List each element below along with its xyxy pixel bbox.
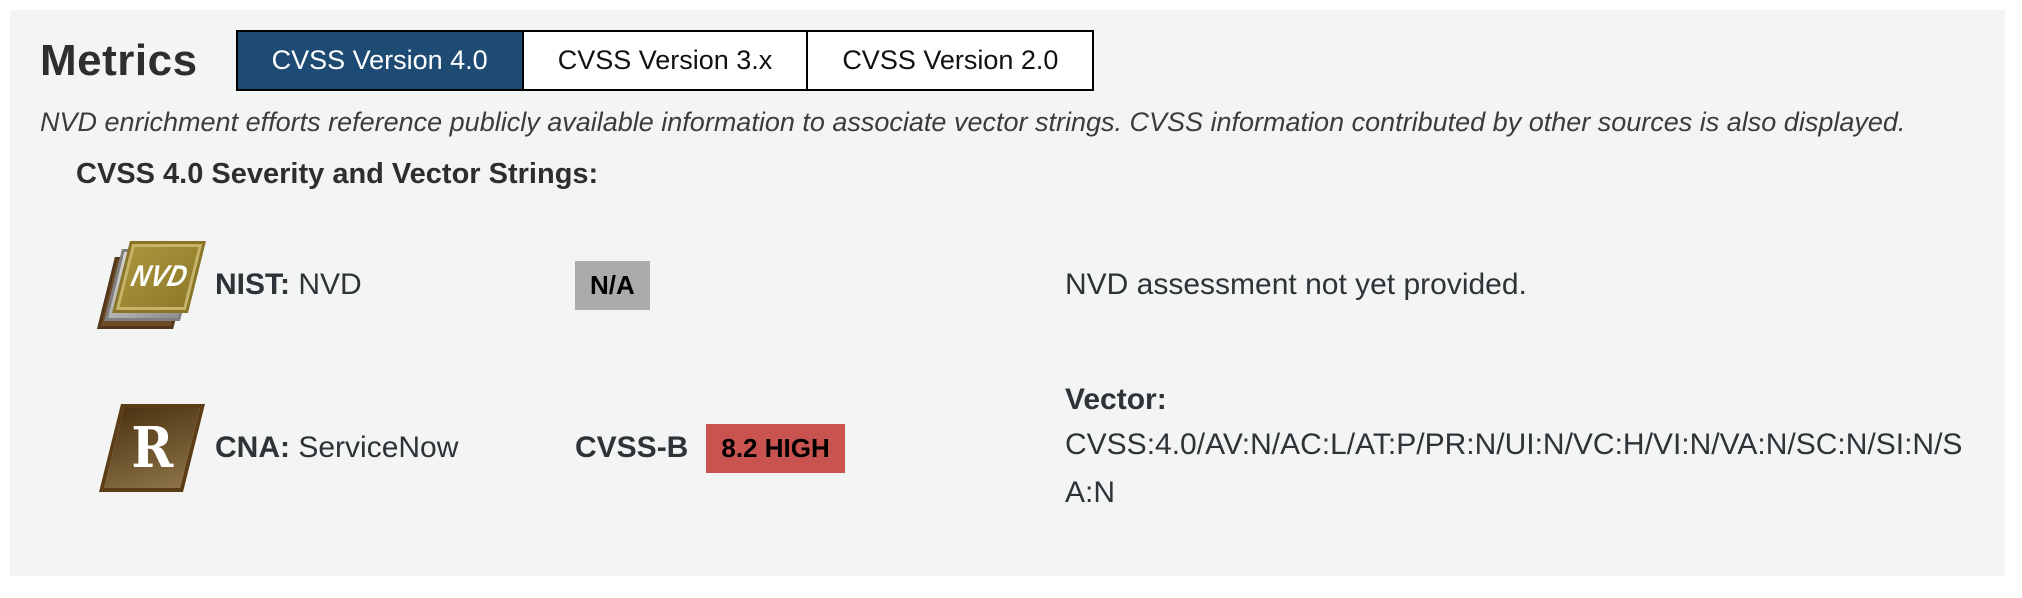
severity-prefix-cna: CVSS-B — [575, 431, 689, 464]
cvss-version-tabs: CVSS Version 4.0 CVSS Version 3.x CVSS V… — [235, 30, 1095, 91]
source-nist: NIST: NVD — [215, 268, 575, 302]
page-title: Metrics — [40, 35, 198, 85]
tab-cvss-2-0[interactable]: CVSS Version 2.0 — [806, 32, 1093, 89]
metrics-header: Metrics CVSS Version 4.0 CVSS Version 3.… — [40, 30, 1975, 91]
metric-row-cna: R CNA: ServiceNow CVSS-B 8.2 HIGH Vector… — [40, 379, 1975, 517]
severity-cell-nist: N/A — [575, 260, 1065, 310]
tab-cvss-4-0[interactable]: CVSS Version 4.0 — [237, 32, 522, 89]
metric-row-nist: NVD NIST: NVD N/A NVD assessment not yet… — [40, 239, 1975, 331]
cna-logo-text: R — [131, 415, 173, 481]
nvd-logo-text: NVD — [127, 260, 191, 293]
source-cna: CNA: ServiceNow — [215, 431, 575, 465]
severity-badge-na[interactable]: N/A — [575, 260, 650, 310]
severity-cell-cna: CVSS-B 8.2 HIGH — [575, 423, 1065, 473]
tab-cvss-3-x[interactable]: CVSS Version 3.x — [521, 32, 807, 89]
cna-logo-icon: R — [99, 402, 206, 494]
source-nist-label: NIST: — [215, 268, 290, 301]
nvd-logo-icon: NVD — [97, 239, 206, 331]
detail-nist: NVD assessment not yet provided. — [1065, 268, 1975, 302]
vector-string: CVSS:4.0/AV:N/AC:L/AT:P/PR:N/UI:N/VC:H/V… — [1065, 428, 1963, 509]
source-cna-value: ServiceNow — [298, 431, 459, 464]
detail-cna: Vector: CVSS:4.0/AV:N/AC:L/AT:P/PR:N/UI:… — [1065, 383, 1975, 517]
vector-label: Vector: — [1065, 383, 1167, 416]
source-nist-value: NVD — [298, 268, 362, 301]
detail-text-nist: NVD assessment not yet provided. — [1065, 268, 1527, 301]
section-heading: CVSS 4.0 Severity and Vector Strings: — [76, 158, 599, 190]
source-cna-label: CNA: — [215, 431, 290, 464]
enrichment-note: NVD enrichment efforts reference publicl… — [40, 107, 1906, 137]
metrics-panel: Metrics CVSS Version 4.0 CVSS Version 3.… — [10, 10, 2005, 576]
cna-logo-parallelogram: R — [99, 404, 205, 492]
nvd-logo-layer-gold: NVD — [112, 241, 206, 313]
severity-badge-high[interactable]: 8.2 HIGH — [706, 423, 845, 473]
